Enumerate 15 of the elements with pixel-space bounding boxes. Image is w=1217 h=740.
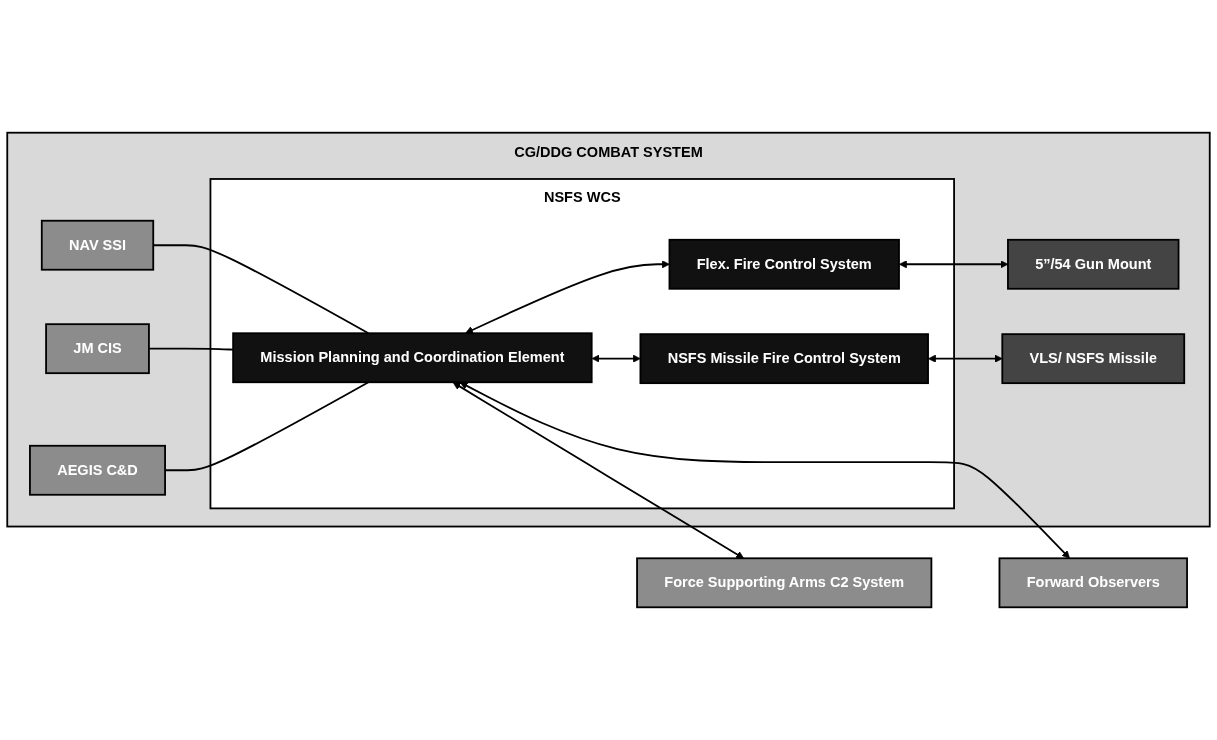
node-box: 5”/54 Gun Mount bbox=[1007, 238, 1180, 290]
arrow bbox=[465, 260, 670, 334]
node-box: Force Supporting Arms C2 System bbox=[636, 557, 933, 609]
node-box: AEGIS C&D bbox=[29, 444, 166, 496]
node-box: NAV SSI bbox=[40, 219, 155, 271]
node-box: Flex. Fire Control System bbox=[668, 238, 900, 290]
node-box: Mission Planning and Coordination Element bbox=[232, 332, 593, 384]
arrow bbox=[591, 354, 641, 363]
arrow bbox=[928, 354, 1003, 363]
node-box: NSFS Missile Fire Control System bbox=[639, 333, 929, 385]
node-box: Forward Observers bbox=[998, 557, 1188, 609]
node-box: JM CIS bbox=[45, 323, 150, 375]
arrow bbox=[452, 382, 744, 559]
arrow bbox=[459, 382, 1070, 559]
node-box: VLS/ NSFS Missile bbox=[1001, 333, 1186, 385]
